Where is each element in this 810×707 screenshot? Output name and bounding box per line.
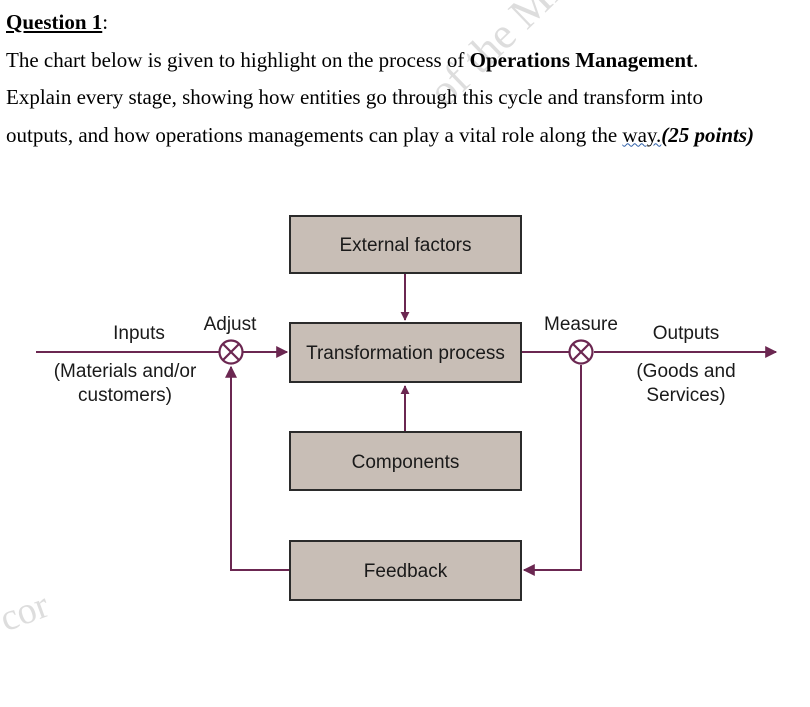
question-line-3: outputs, and how operations managements … xyxy=(6,117,806,155)
question-text: outputs, and how operations managements … xyxy=(6,122,623,147)
transformation-process-label: Transformation process xyxy=(306,343,505,364)
adjust-label: Adjust xyxy=(204,314,258,335)
measure-label: Measure xyxy=(544,314,618,335)
outputs-label: Outputs xyxy=(653,323,720,344)
inputs-detail-line-2: customers) xyxy=(78,385,172,406)
components-box: Components xyxy=(289,431,522,491)
transformation-process-box: Transformation process xyxy=(289,322,522,383)
external-factors-label: External factors xyxy=(340,235,472,256)
question-heading-line: Question 1: xyxy=(6,4,806,42)
measure-to-feedback-arrow xyxy=(522,365,582,576)
inputs-detail-line-1: (Materials and/or xyxy=(54,361,197,382)
question-text: . xyxy=(693,47,699,72)
question-heading-colon: : xyxy=(102,10,109,34)
question-text: The chart below is given to highlight on… xyxy=(6,47,470,72)
feedback-label: Feedback xyxy=(364,561,448,582)
question-bold-term: Operations Management xyxy=(469,47,694,72)
outputs-detail-line-1: (Goods and xyxy=(636,361,735,382)
question-text: Explain every stage, showing how entitie… xyxy=(6,85,703,109)
spellcheck-word: way. xyxy=(622,122,662,147)
components-label: Components xyxy=(352,452,460,473)
inputs-label: Inputs xyxy=(113,323,165,344)
question-line-2: Explain every stage, showing how entitie… xyxy=(6,79,806,117)
connector-lines xyxy=(36,273,778,576)
feedback-box: Feedback xyxy=(289,540,522,601)
question-block: Question 1: The chart below is given to … xyxy=(6,4,806,154)
adjust-comparator-icon xyxy=(218,339,244,365)
measure-comparator-icon xyxy=(568,339,594,365)
external-factors-box: External factors xyxy=(289,215,522,274)
feedback-to-adjust-arrow xyxy=(225,365,290,571)
question-points: (25 points) xyxy=(661,122,755,147)
question-line-1: The chart below is given to highlight on… xyxy=(6,42,806,80)
question-heading: Question 1 xyxy=(6,10,103,34)
outputs-detail-line-2: Services) xyxy=(646,385,725,406)
